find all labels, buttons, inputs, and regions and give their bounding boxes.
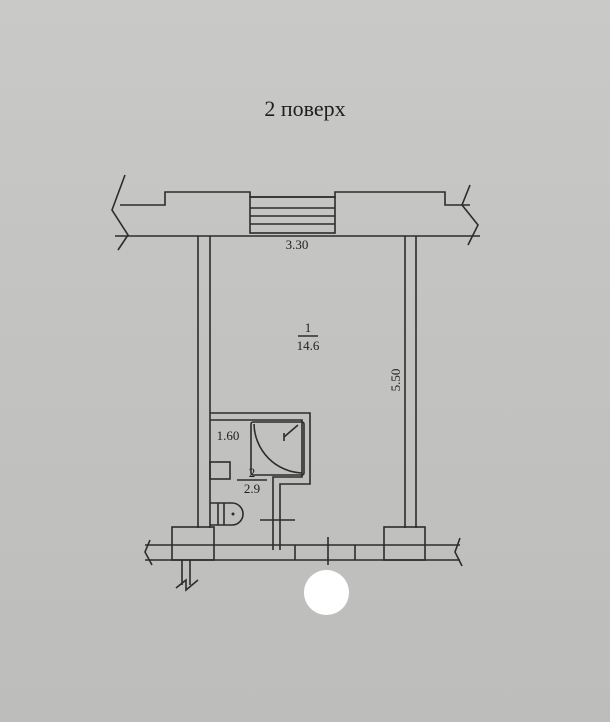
sink-icon <box>209 461 231 480</box>
toilet-icon <box>210 502 244 526</box>
room-2-number: 2 <box>249 465 256 480</box>
bottom-wall <box>144 526 463 592</box>
room-1-number: 1 <box>305 320 312 335</box>
floor-title: 2 поверх <box>264 96 345 121</box>
room-2-area: 2.9 <box>244 481 260 496</box>
bathroom <box>209 412 311 550</box>
dimension-width: 3.30 <box>286 237 309 252</box>
dimension-length: 5.50 <box>388 369 403 392</box>
shower-icon <box>283 424 299 441</box>
window <box>249 196 336 234</box>
floating-action-button[interactable] <box>304 570 349 615</box>
room-1-area: 14.6 <box>297 338 320 353</box>
right-wall <box>404 236 417 528</box>
dimension-bathroom: 1.60 <box>217 428 240 443</box>
shower-arc <box>253 423 303 474</box>
